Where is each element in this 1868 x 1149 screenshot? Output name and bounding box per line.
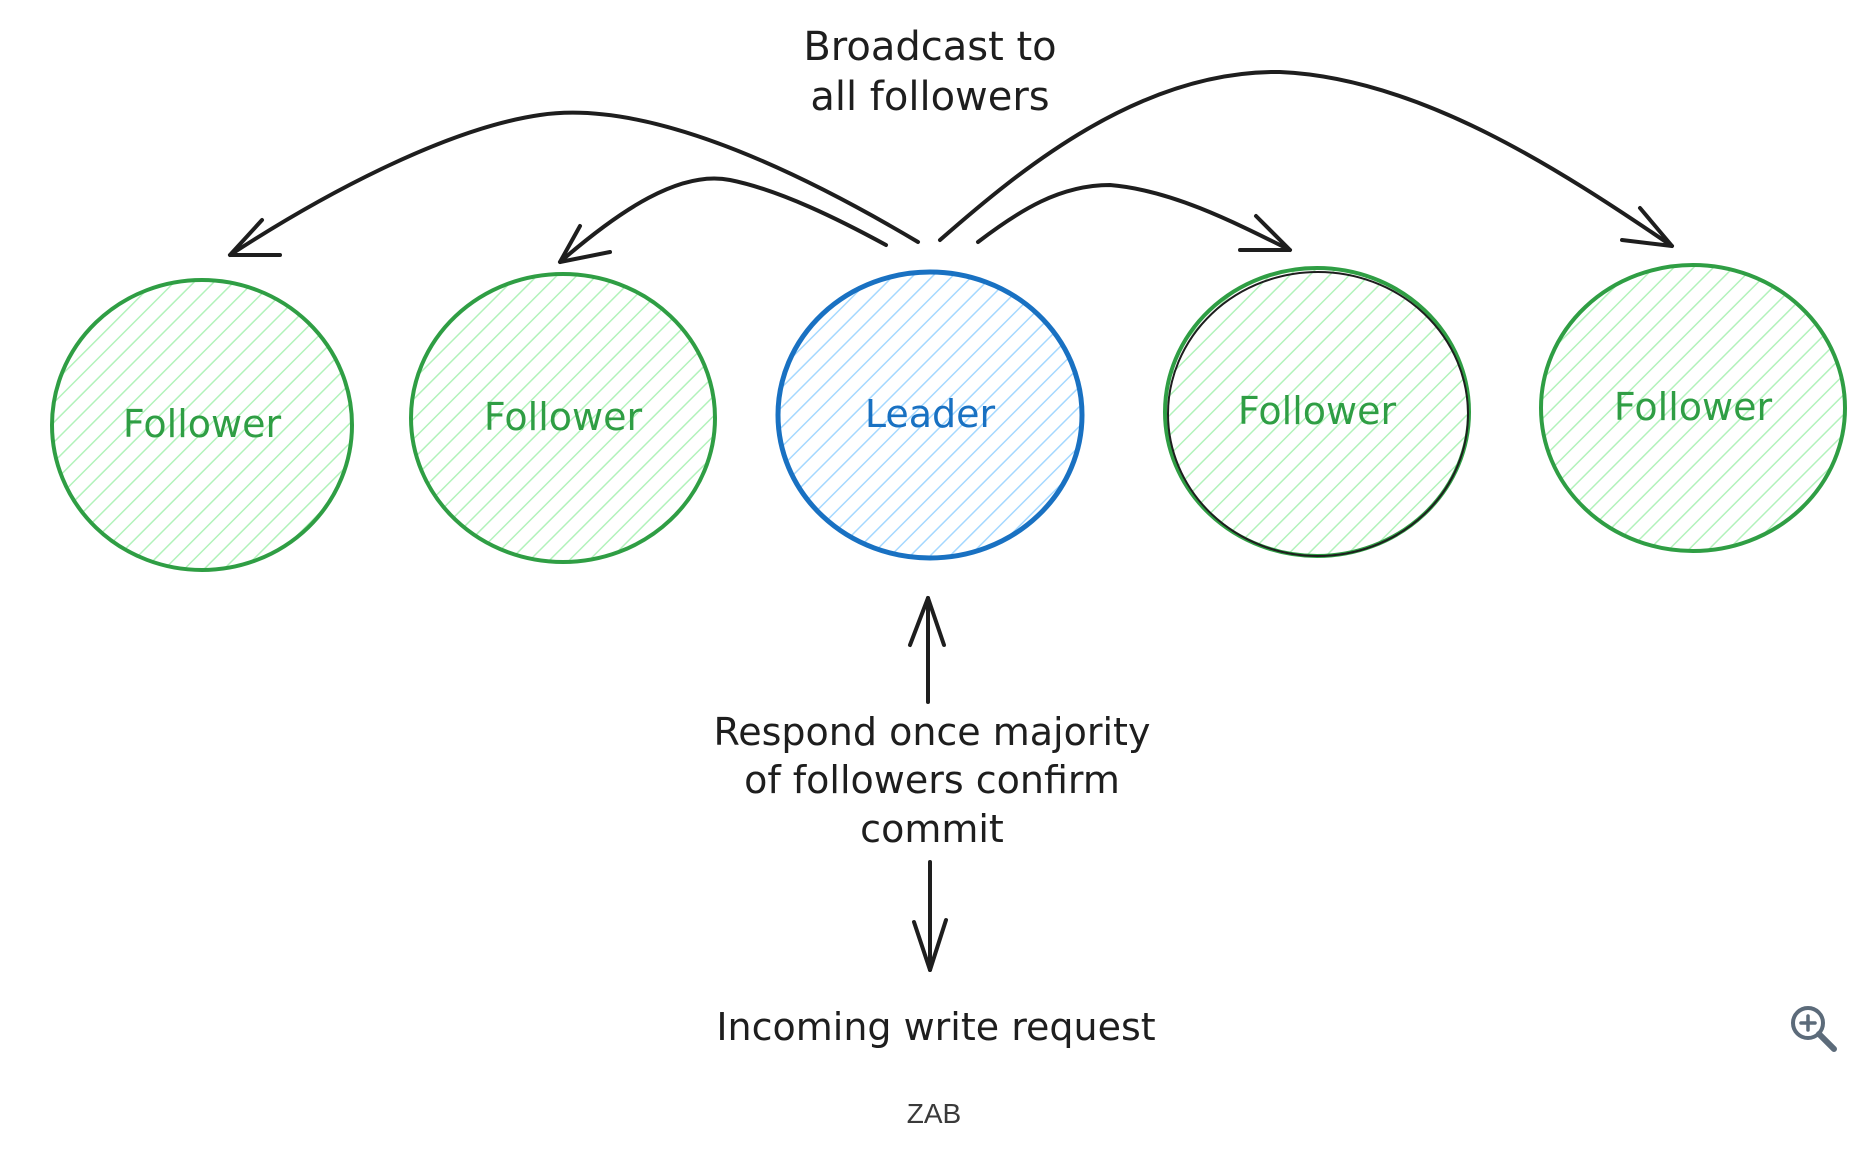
node-label: Follower bbox=[1238, 389, 1397, 433]
broadcast-arrows bbox=[228, 69, 1674, 264]
node-leader: Leader bbox=[775, 269, 1085, 561]
arrowhead-follower-3 bbox=[1238, 214, 1292, 252]
request-arrow bbox=[912, 860, 948, 972]
arrowhead-follower-4 bbox=[1620, 206, 1674, 248]
arrow-to-follower-2 bbox=[558, 176, 888, 264]
node-follower-2: Follower bbox=[409, 272, 717, 564]
broadcast-label-line-1: Broadcast to bbox=[803, 24, 1056, 70]
arrowhead-follower-2 bbox=[558, 224, 612, 264]
node-follower-3: Follower bbox=[1163, 266, 1471, 558]
node-label: Leader bbox=[865, 392, 996, 436]
node-follower-4: Follower bbox=[1539, 263, 1847, 553]
response-arrow bbox=[908, 596, 946, 704]
respond-label-line-3: commit bbox=[860, 807, 1004, 851]
respond-label-line-1: Respond once majority bbox=[714, 710, 1151, 754]
node-label: Follower bbox=[123, 402, 282, 446]
arrow-to-follower-3 bbox=[976, 183, 1292, 252]
diagram-caption: ZAB bbox=[906, 1098, 962, 1129]
arrow-to-follower-4 bbox=[938, 69, 1674, 248]
broadcast-label-line-2: all followers bbox=[810, 74, 1049, 120]
arrow-to-follower-1 bbox=[228, 110, 920, 257]
respond-label-line-2: of followers confirm bbox=[744, 758, 1120, 802]
zoom-in-icon bbox=[1791, 1006, 1837, 1052]
node-label: Follower bbox=[484, 395, 643, 439]
node-label: Follower bbox=[1614, 385, 1773, 429]
node-follower-1: Follower bbox=[50, 278, 354, 572]
zoom-in-button[interactable] bbox=[1788, 1003, 1840, 1055]
arrowhead-follower-1 bbox=[228, 218, 282, 257]
incoming-request-label: Incoming write request bbox=[716, 1005, 1155, 1049]
